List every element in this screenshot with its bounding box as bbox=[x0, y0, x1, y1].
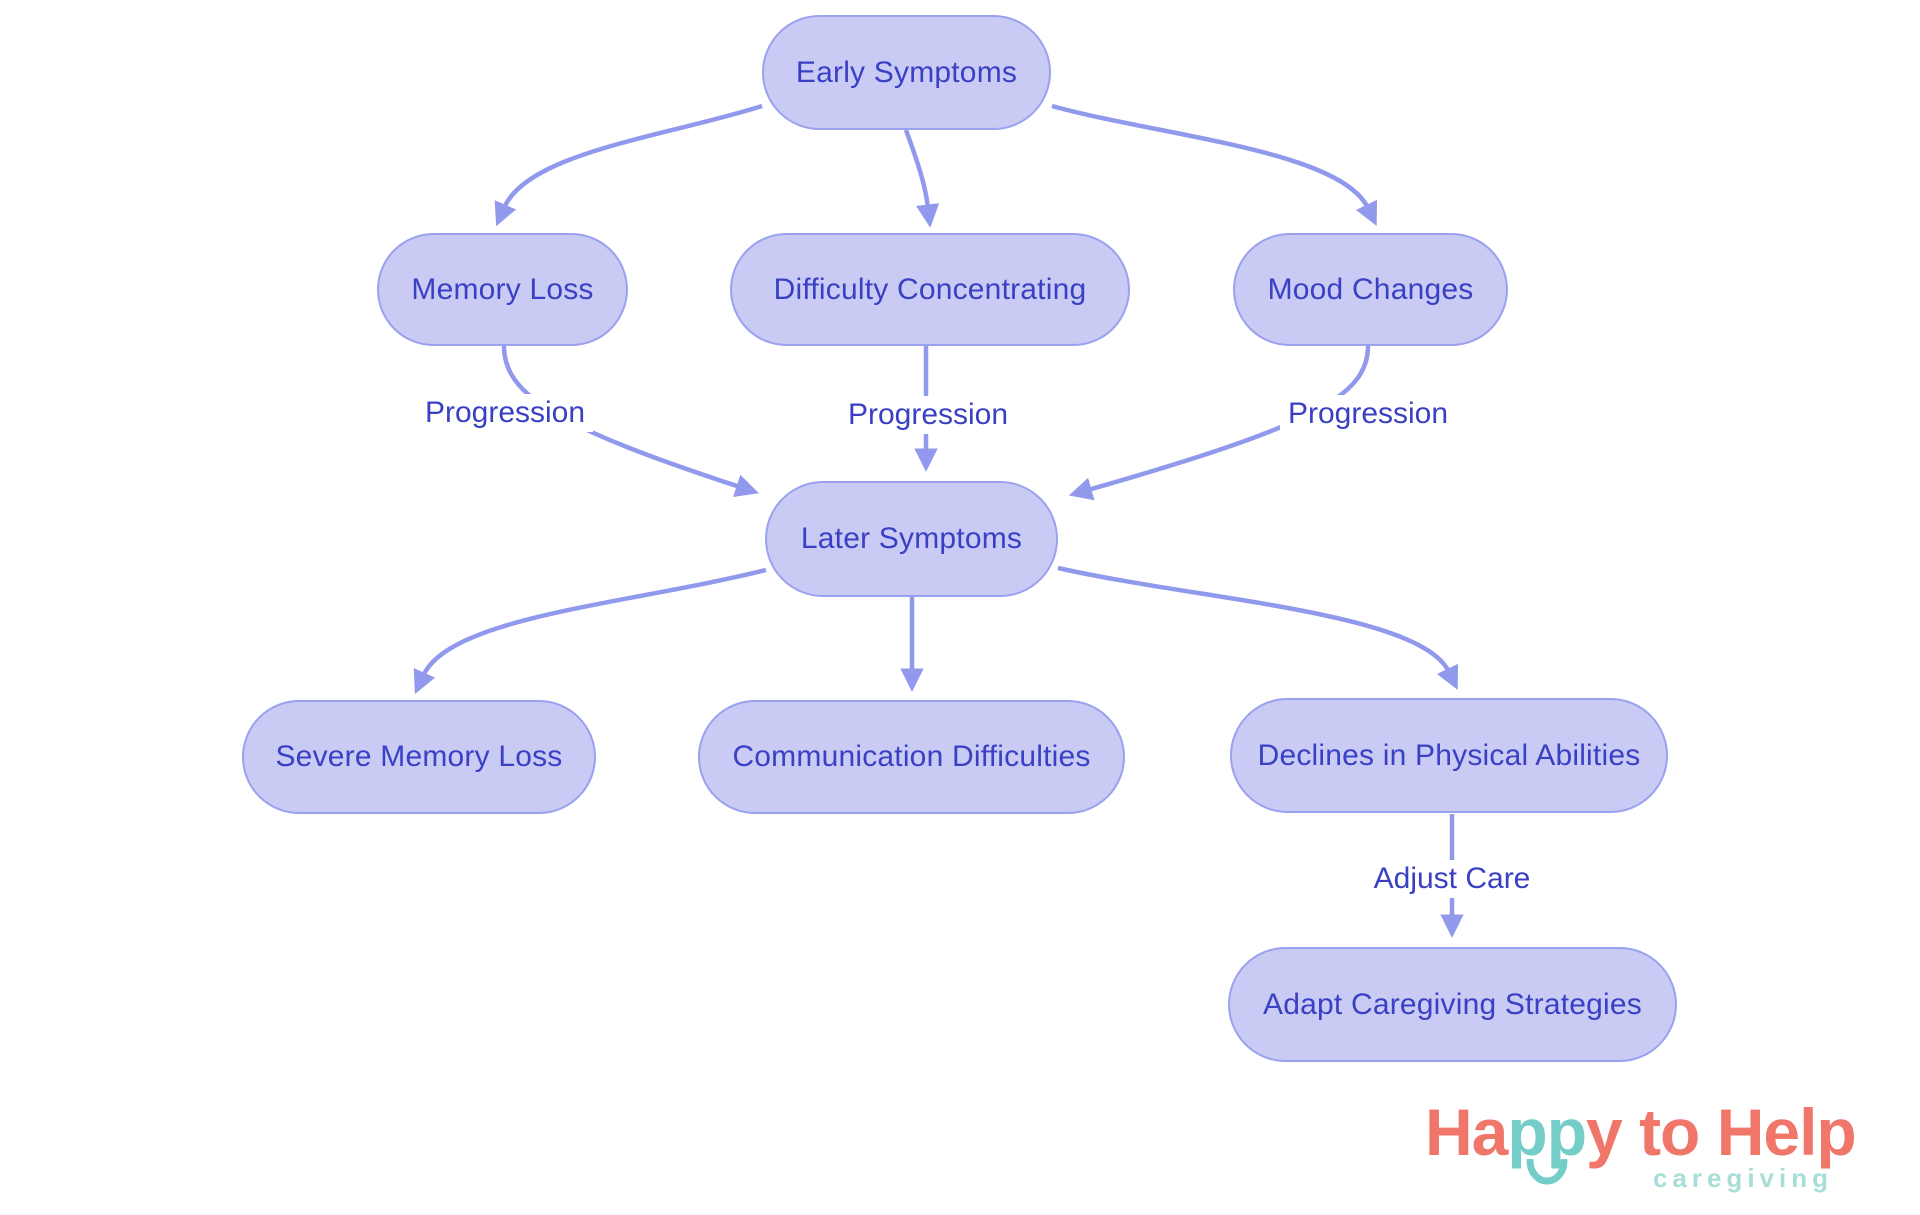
node-severe-memory-loss: Severe Memory Loss bbox=[242, 700, 596, 814]
logo-subtitle: caregiving bbox=[1652, 1163, 1833, 1194]
edge-early-to-difficulty bbox=[903, 129, 940, 228]
node-label: Adapt Caregiving Strategies bbox=[1263, 987, 1642, 1021]
smile-icon bbox=[1526, 1159, 1568, 1185]
node-difficulty-concentrating: Difficulty Concentrating bbox=[730, 233, 1130, 346]
logo-text-coral: Ha bbox=[1425, 1095, 1508, 1169]
node-label: Later Symptoms bbox=[800, 522, 1023, 555]
node-label: Early Symptoms bbox=[795, 55, 1018, 89]
node-label: Difficulty Concentrating bbox=[773, 272, 1087, 306]
edge-early-to-memory bbox=[494, 103, 763, 227]
node-memory-loss: Memory Loss bbox=[377, 233, 628, 346]
logo-text-coral: y bbox=[1586, 1095, 1623, 1169]
logo-pp-letters: pp bbox=[1507, 1095, 1587, 1169]
node-label: Communication Difficulties bbox=[732, 740, 1091, 773]
node-label: Memory Loss bbox=[411, 272, 594, 306]
node-mood-changes: Mood Changes bbox=[1233, 233, 1508, 346]
node-adapt-caregiving-strategies: Adapt Caregiving Strategies bbox=[1228, 947, 1677, 1062]
edge-later-to-declines bbox=[1057, 565, 1458, 690]
node-label: Severe Memory Loss bbox=[275, 740, 563, 773]
edge-label-adjust-care: Adjust Care bbox=[1365, 860, 1539, 898]
node-later-symptoms: Later Symptoms bbox=[765, 481, 1058, 597]
edge-label-progression-3: Progression bbox=[1279, 395, 1457, 433]
logo-text-coral: to bbox=[1621, 1095, 1717, 1169]
node-label: Declines in Physical Abilities bbox=[1257, 738, 1641, 772]
node-declines-physical-abilities: Declines in Physical Abilities bbox=[1230, 698, 1668, 813]
edge-later-to-severe bbox=[413, 567, 767, 695]
node-early-symptoms: Early Symptoms bbox=[762, 15, 1051, 130]
logo-text-teal-pp: pp bbox=[1507, 1095, 1587, 1185]
logo-text-coral: Help bbox=[1716, 1095, 1857, 1169]
node-label: Mood Changes bbox=[1267, 272, 1474, 306]
node-communication-difficulties: Communication Difficulties bbox=[698, 700, 1125, 814]
edge-early-to-mood bbox=[1051, 103, 1377, 226]
edge-label-progression-2: Progression bbox=[839, 396, 1017, 434]
edge-label-progression-1: Progression bbox=[416, 394, 594, 432]
